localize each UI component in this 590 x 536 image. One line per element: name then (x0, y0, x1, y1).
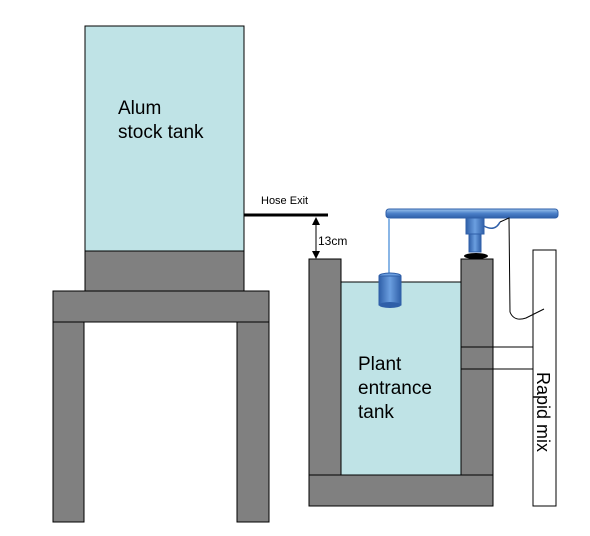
stock-tank-water (84, 25, 245, 252)
height-gap-arrowhead-down (312, 251, 320, 259)
rapid-mix-box (532, 249, 557, 507)
entrance-tank-wall-left (308, 258, 342, 476)
float-bottom (379, 302, 401, 308)
entrance-tank-label-line3: tank (358, 402, 394, 423)
pivot-base (464, 253, 488, 259)
entrance-tank-label-line2: entrance (358, 378, 432, 399)
stand-leg-right (236, 321, 270, 523)
height-gap-arrowhead-up (312, 217, 320, 225)
rapid-mix-label: Rapid mix (533, 372, 553, 452)
overhead-beam (385, 208, 559, 219)
hose-exit-label: Hose Exit (261, 195, 308, 207)
pivot-arm (483, 221, 501, 229)
stock-tank-label-line1: Alum (118, 98, 161, 119)
entrance-tank-wall-right (460, 258, 494, 476)
entrance-tank-floor (308, 474, 494, 507)
pivot-block (465, 217, 485, 235)
mixer-wire (499, 217, 545, 320)
stock-tank-base (84, 250, 245, 292)
stand-leg-left (52, 321, 85, 523)
entrance-tank-label-line1: Plant (358, 354, 402, 375)
stand-top (52, 290, 270, 323)
stock-tank-label-line2: stock tank (118, 122, 204, 143)
float-can (378, 275, 402, 306)
height-gap-label: 13cm (318, 234, 347, 248)
pivot-post (468, 233, 482, 253)
